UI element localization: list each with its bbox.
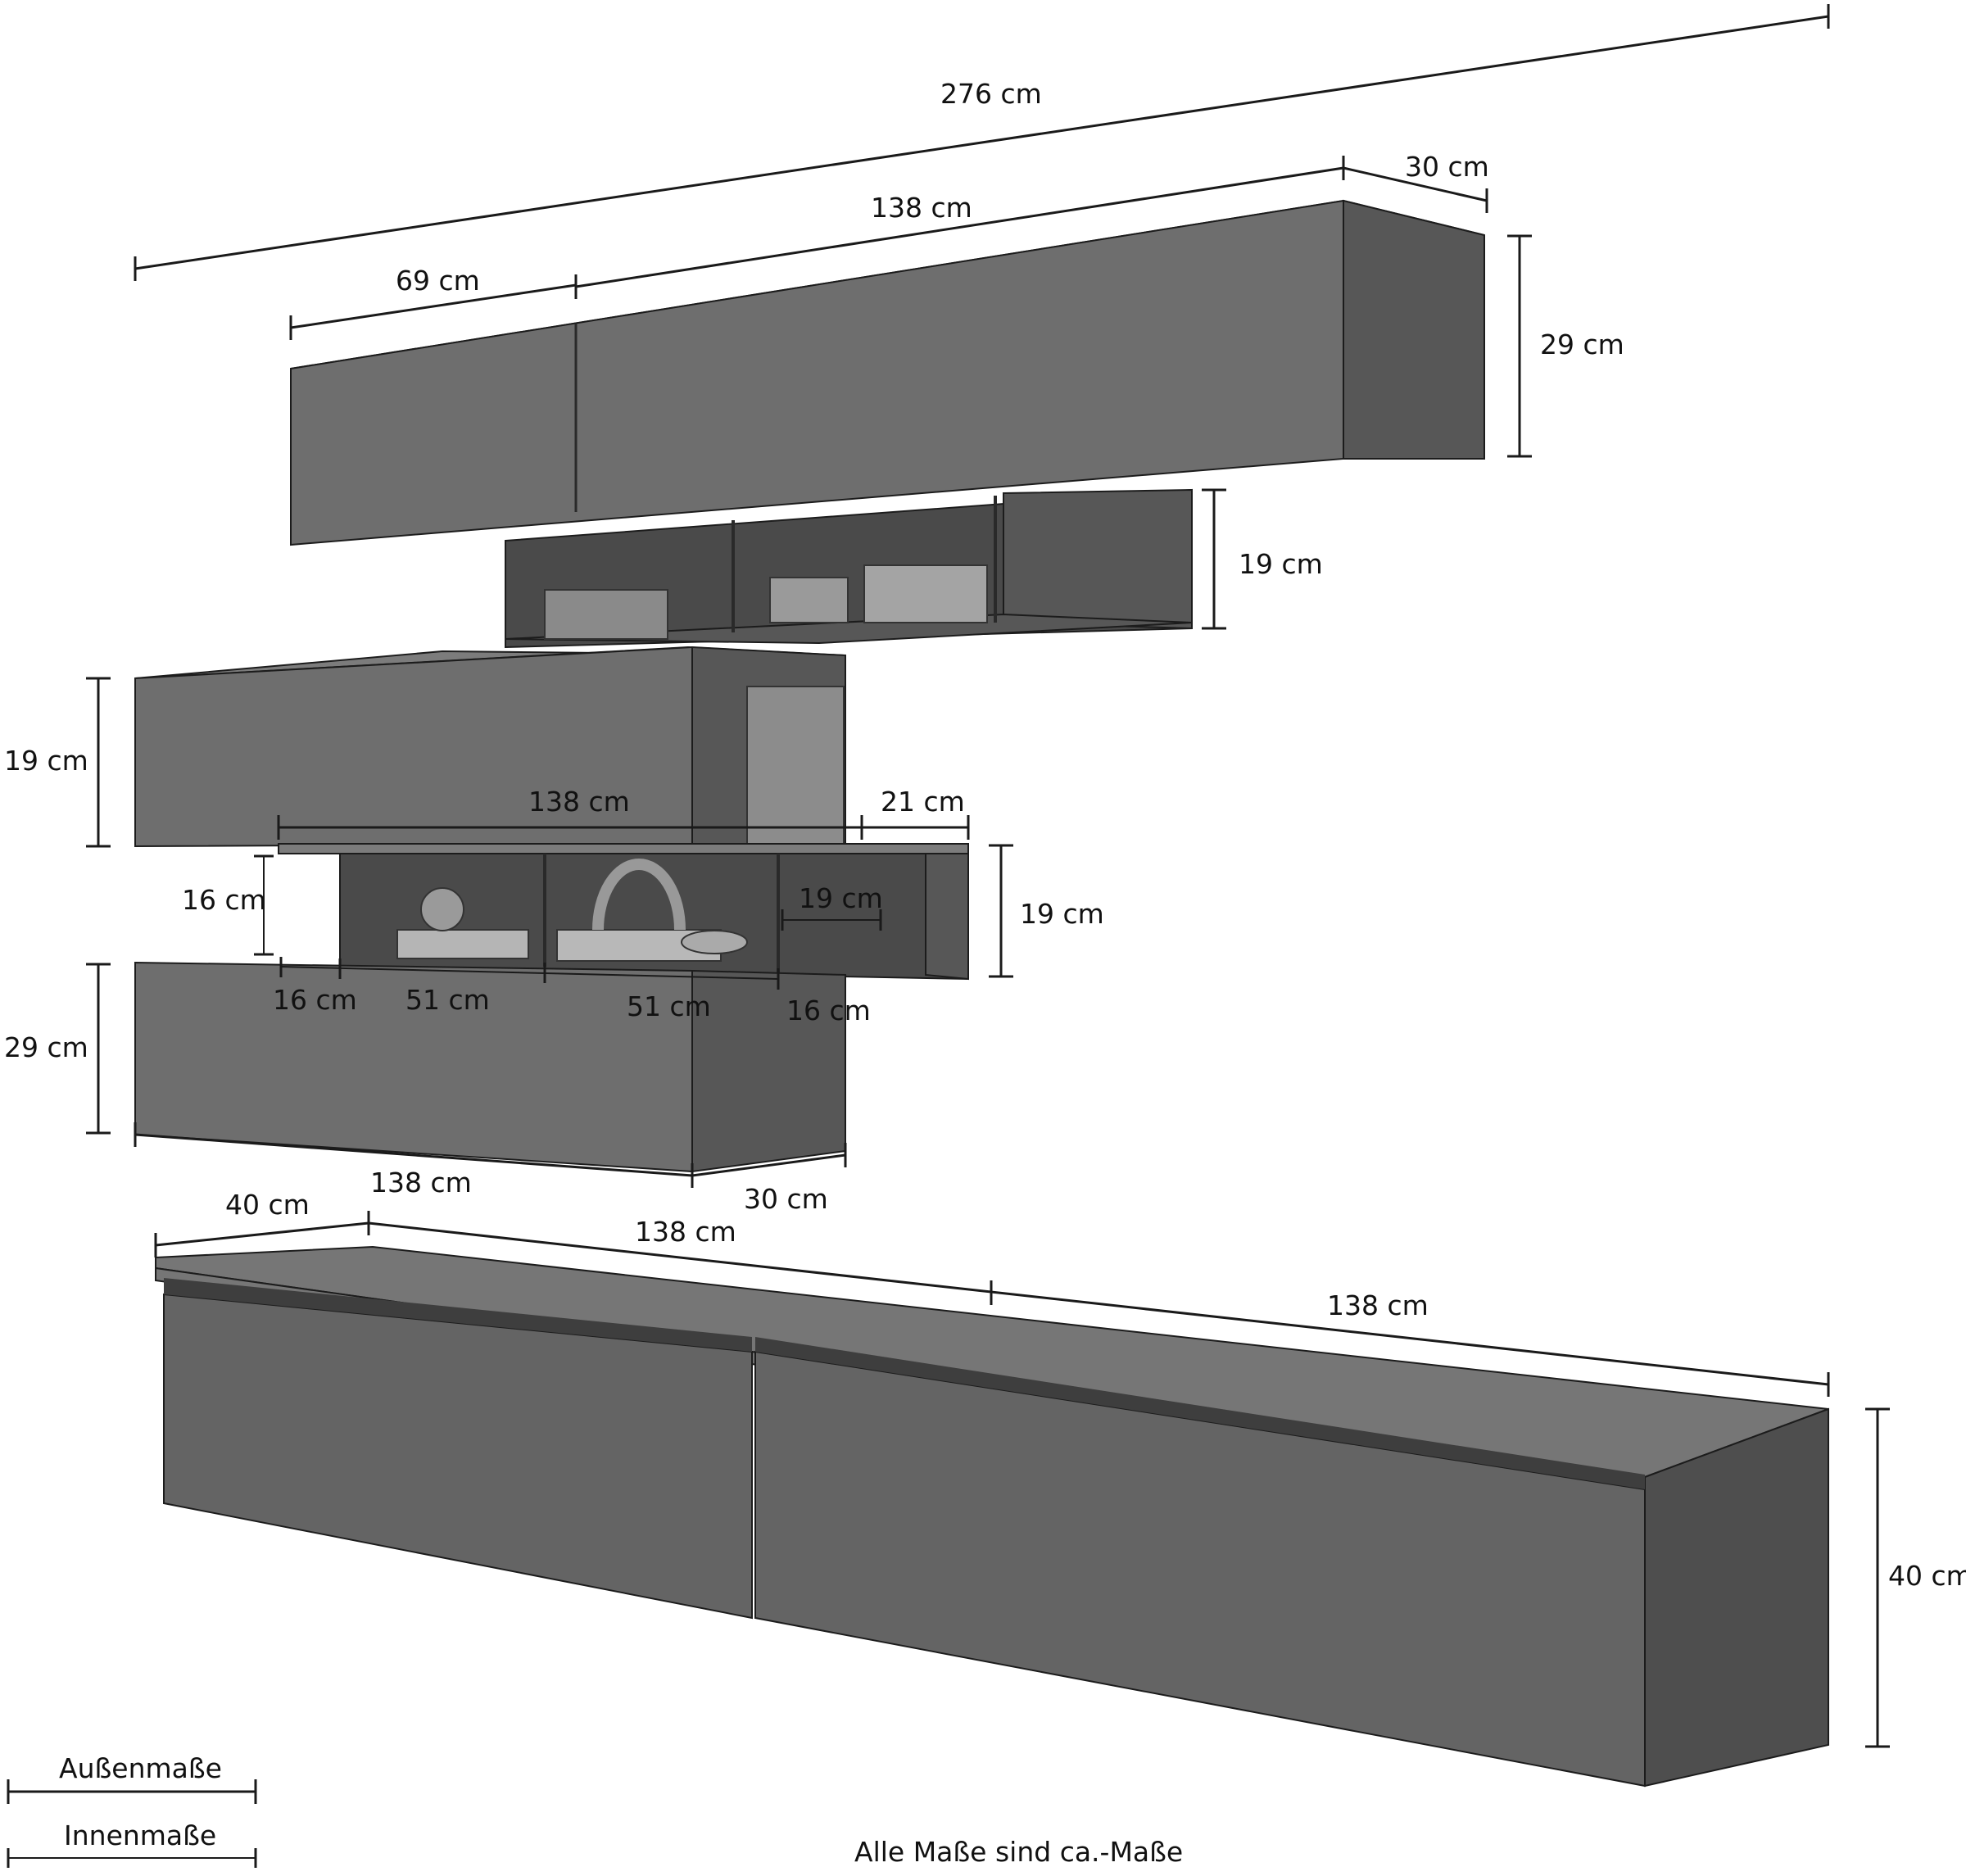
label-lower-shelf-depth: 21 cm — [881, 786, 965, 818]
decor-glass-sphere — [420, 887, 464, 931]
upper-wall-cabinet — [290, 199, 1485, 546]
dimension-line-lowboard-width — [368, 1221, 1829, 1386]
upper-shelf-side — [1003, 488, 1193, 630]
middle-cabinet — [134, 646, 846, 848]
label-upper-shelf-height: 19 cm — [1239, 548, 1323, 580]
decor-book-stack-upper — [863, 564, 988, 623]
label-lower-cabinet-width: 138 cm — [370, 1167, 472, 1199]
lowboard — [155, 1245, 1829, 1788]
label-middle-cabinet-height: 19 cm — [4, 745, 88, 777]
label-compartment-mid-right: 51 cm — [627, 990, 711, 1022]
legend: Außenmaße Innenmaße — [7, 1752, 257, 1868]
lowboard-grip-left — [164, 1278, 752, 1352]
lowboard-side — [1644, 1407, 1829, 1788]
dimension-line-upper-width — [575, 166, 1344, 288]
dimension-lines — [86, 4, 1890, 1748]
label-lower-cabinet-depth: 30 cm — [744, 1183, 828, 1215]
lowboard-grip-right — [755, 1337, 1645, 1489]
label-lowboard-depth: 40 cm — [225, 1189, 310, 1221]
decor-arch — [592, 859, 686, 931]
label-lower-shelf-height: 19 cm — [1020, 898, 1104, 930]
dimension-labels: 276 cm 138 cm 30 cm 69 cm 29 cm 19 cm 19… — [4, 78, 1966, 1592]
dimension-line-upper-depth — [1343, 166, 1488, 202]
label-lowboard-right-width: 138 cm — [1327, 1289, 1429, 1321]
label-lowboard-left-width: 138 cm — [635, 1216, 736, 1248]
label-upper-cabinet-height: 29 cm — [1540, 329, 1624, 360]
label-compartment-left: 16 cm — [273, 984, 357, 1016]
lower-open-shelf — [278, 843, 969, 981]
decor-bowl — [681, 930, 748, 954]
lower-cabinet — [134, 961, 846, 1173]
label-compartment-mid-left: 51 cm — [405, 984, 490, 1016]
label-lower-shelf-width: 138 cm — [528, 786, 630, 818]
label-inner-depth: 19 cm — [799, 882, 883, 914]
dimension-line-lowboard-depth — [155, 1221, 369, 1247]
label-inner-height: 16 cm — [182, 884, 266, 916]
label-compartment-right: 16 cm — [786, 995, 871, 1026]
legend-outer-label: Außenmaße — [59, 1752, 222, 1784]
label-lower-cabinet-height: 29 cm — [4, 1031, 88, 1063]
label-overall-width: 276 cm — [940, 78, 1042, 110]
dimension-line-lower-cabinet-width — [134, 1133, 693, 1177]
lower-shelf-top — [278, 843, 969, 854]
dimension-line-compartments — [280, 966, 779, 980]
label-upper-door-width: 69 cm — [396, 265, 480, 297]
label-lowboard-height: 40 cm — [1888, 1560, 1966, 1592]
footnote: Alle Maße sind ca.-Maße — [854, 1836, 1183, 1868]
upper-cabinet-side — [1343, 199, 1485, 460]
decor-book-vertical — [746, 686, 845, 845]
dimension-line-upper-door — [290, 283, 577, 329]
lower-shelf-side — [925, 853, 969, 981]
dimension-line-lower-cabinet-depth — [691, 1153, 846, 1177]
upper-open-shelf — [505, 488, 1193, 649]
label-upper-cabinet-depth: 30 cm — [1405, 151, 1489, 183]
label-upper-cabinet-width: 138 cm — [871, 192, 972, 224]
decor-tray-left — [396, 929, 529, 959]
decor-jars-upper — [769, 577, 849, 623]
dimension-line-overall-width — [134, 15, 1829, 270]
decor-books-upper — [544, 589, 668, 640]
legend-inner-label: Innenmaße — [64, 1819, 216, 1851]
